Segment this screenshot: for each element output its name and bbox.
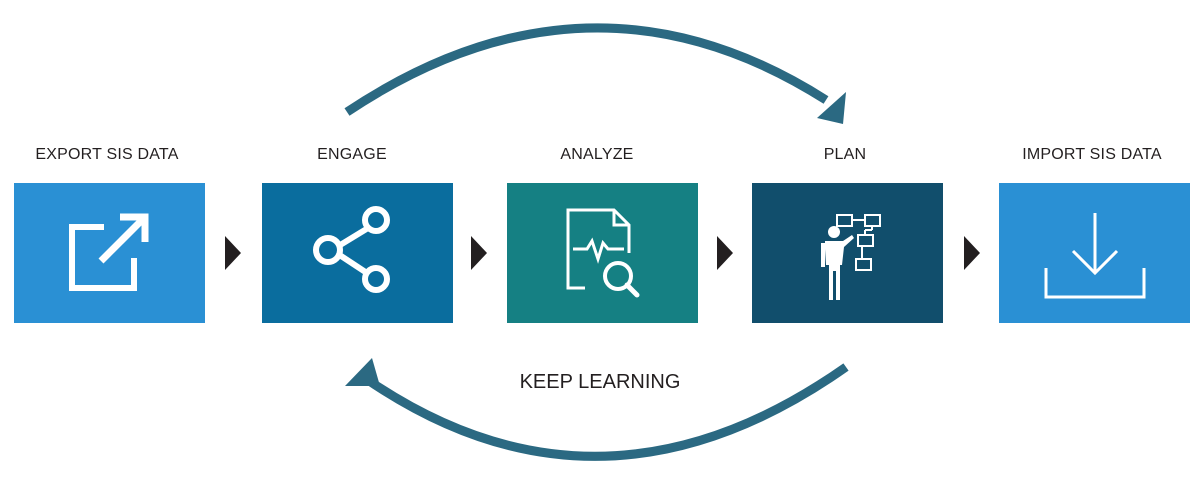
top-arrowhead [817,92,846,124]
step-label-plan: PLAN [823,146,867,163]
person-flowchart-icon [821,214,881,300]
step-box-import [999,183,1190,323]
step-box-plan [752,183,943,323]
step-label-engage: ENGAGE [317,146,387,163]
download-icon [1044,213,1146,299]
step-box-export [14,183,205,323]
step-label-export: EXPORT SIS DATA [35,146,179,163]
connector-arrow-2 [471,236,487,270]
connector-arrow-4 [964,236,980,270]
step-box-analyze [507,183,698,323]
step-label-import: IMPORT SIS DATA [1022,146,1162,163]
share-icon [313,206,390,293]
connector-arrow-1 [225,236,241,270]
bottom-arrowhead [345,358,380,386]
step-box-engage [262,183,453,323]
keep-learning-label: KEEP LEARNING [519,371,681,393]
step-label-analyze: ANALYZE [560,146,634,163]
connector-arrow-3 [717,236,733,270]
document-analysis-icon [566,208,640,298]
external-link-icon [69,213,149,291]
